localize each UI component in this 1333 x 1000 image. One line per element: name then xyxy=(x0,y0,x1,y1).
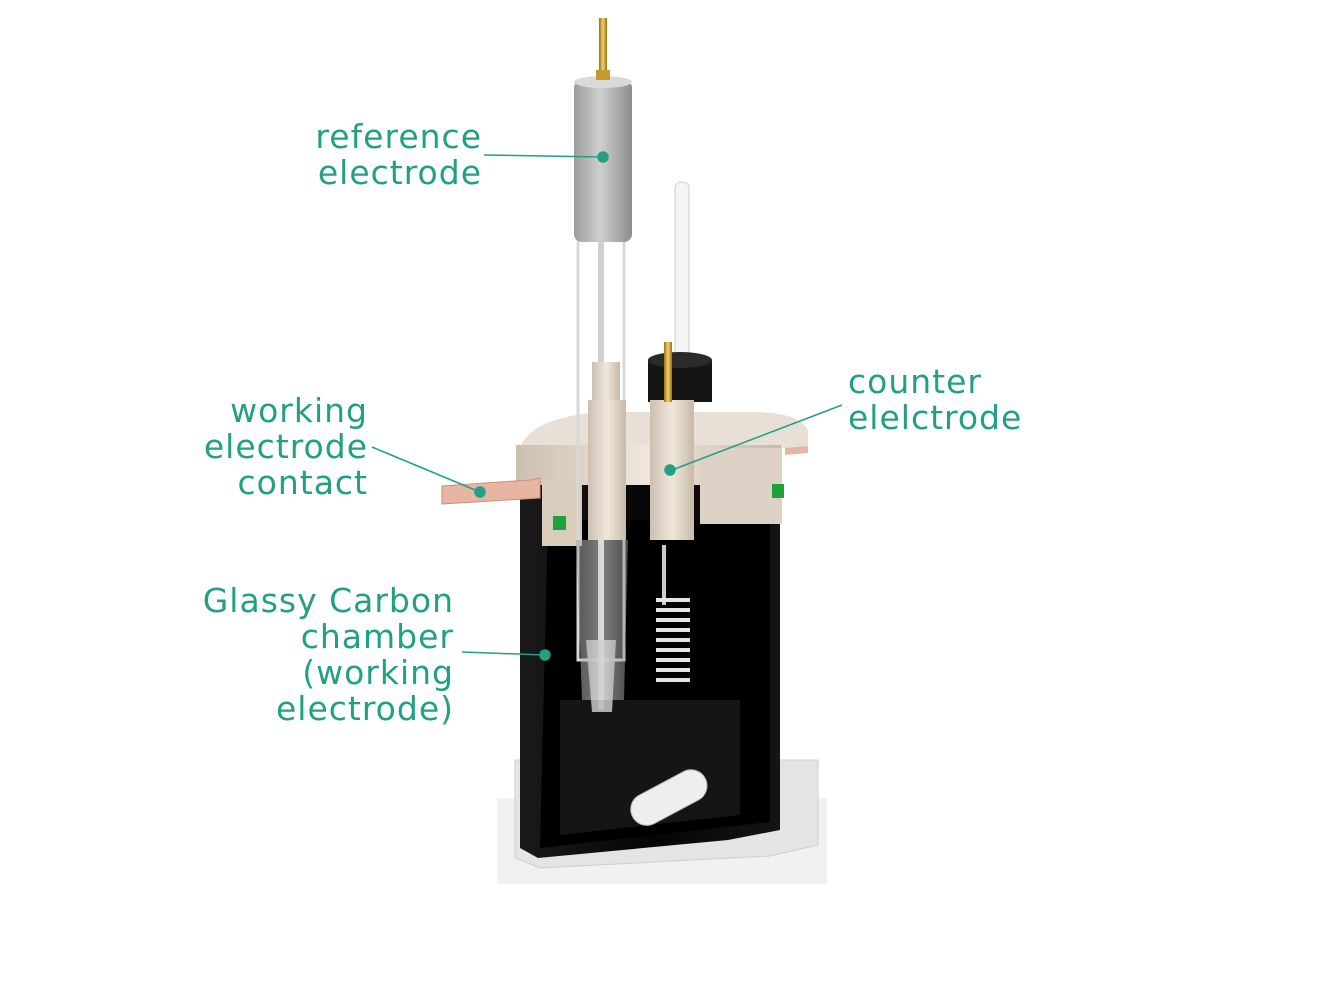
leader-reference xyxy=(483,154,603,158)
label-line: Glassy Carbon xyxy=(202,581,454,620)
label-counter-electrode: counter elelctrode xyxy=(848,364,1022,436)
seal-left xyxy=(553,516,566,530)
label-line: working xyxy=(230,391,368,430)
label-reference-electrode: reference electrode xyxy=(300,119,482,191)
label-line: elelctrode xyxy=(848,398,1023,437)
seal-right xyxy=(772,484,784,498)
label-line: reference xyxy=(315,117,482,156)
leader-chamber xyxy=(461,651,546,656)
label-line: counter xyxy=(848,362,982,401)
label-line: electrode) xyxy=(275,689,454,728)
leader-working-contact xyxy=(371,446,481,493)
label-line: contact xyxy=(237,463,368,502)
dot-counter xyxy=(664,464,676,476)
label-line: chamber xyxy=(300,617,454,656)
leader-counter xyxy=(671,404,843,471)
label-line: electrode xyxy=(203,427,368,466)
label-working-electrode-contact: working electrode contact xyxy=(170,393,368,501)
dot-chamber xyxy=(539,649,551,661)
dot-reference xyxy=(597,151,609,163)
stir-bar xyxy=(630,769,708,826)
copper-tab xyxy=(441,477,541,505)
label-line: electrode xyxy=(317,153,482,192)
dot-working-contact xyxy=(474,486,486,498)
label-line: (working xyxy=(302,653,454,692)
gas-inlet-tube xyxy=(674,181,690,363)
inner-glass-tube xyxy=(576,540,628,700)
reference-pin xyxy=(599,18,607,80)
label-glassy-carbon-chamber: Glassy Carbon chamber (working electrode… xyxy=(170,583,454,727)
counter-coil xyxy=(656,598,690,682)
